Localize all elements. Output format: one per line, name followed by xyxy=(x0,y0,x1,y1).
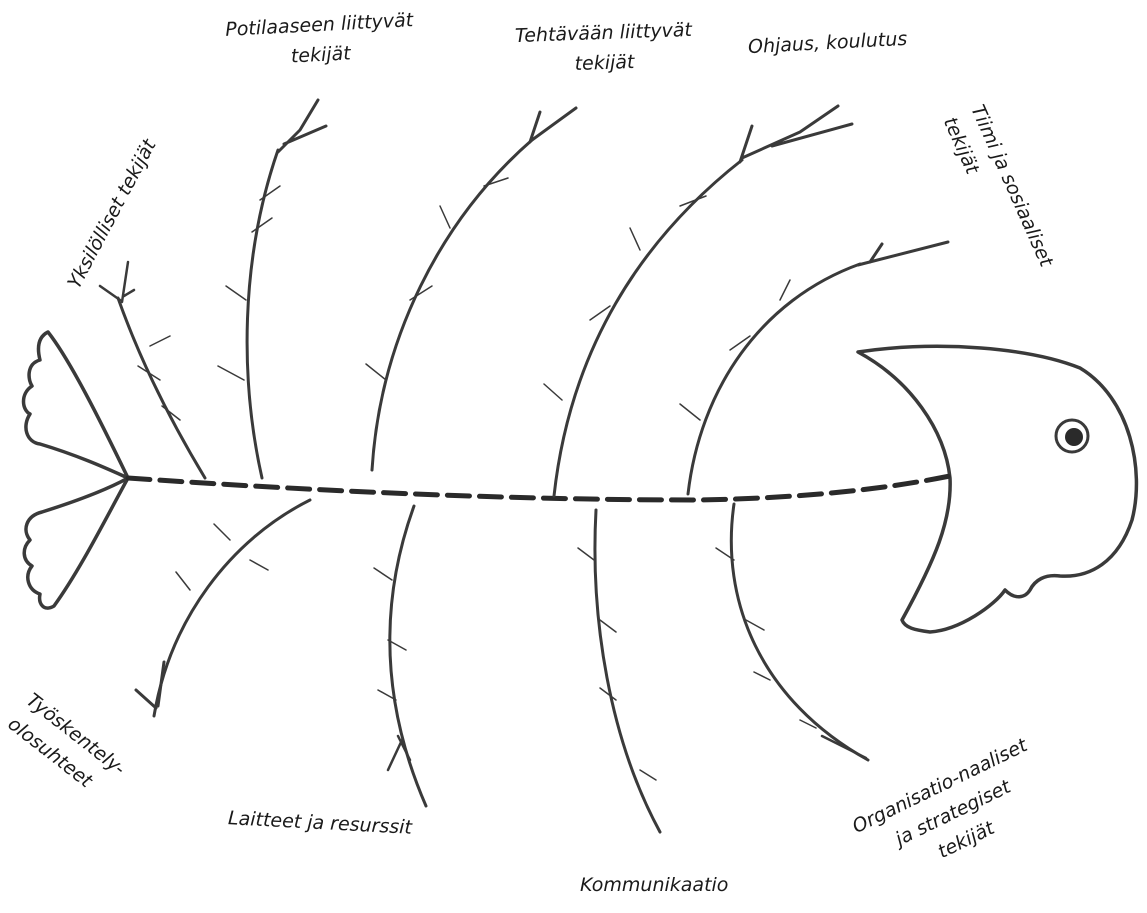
fish-pupil xyxy=(1065,428,1083,446)
fish-tail xyxy=(24,332,129,608)
fish-head xyxy=(858,346,1136,632)
bone-team xyxy=(688,264,860,494)
bone-work-conditions xyxy=(154,500,310,716)
bone-individual xyxy=(118,298,205,478)
label-communication: Kommunikaatio xyxy=(580,870,728,900)
fish-spine xyxy=(128,476,950,500)
bone-equipment xyxy=(390,506,426,806)
bone-organisational xyxy=(731,504,868,760)
label-task-factors: Tehtävään liittyvät tekijät xyxy=(485,14,723,82)
bone-patient xyxy=(247,150,278,478)
bone-guidance xyxy=(554,160,742,496)
bone-communication xyxy=(595,510,660,832)
bone-task xyxy=(372,140,532,470)
label-patient-factors: Potilaaseen liittyvät tekijät xyxy=(209,4,432,75)
